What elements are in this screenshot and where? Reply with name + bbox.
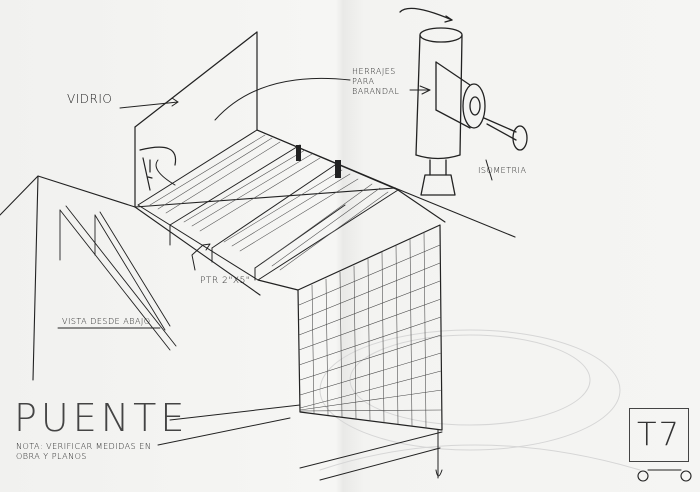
perspective-lines [0,175,516,381]
deck-hatching [149,134,389,271]
label-herrajes: HERRAJES PARA BARANDAL [352,67,400,96]
sketch-title: PUENTE [14,396,189,440]
stamp-text: T7 [637,415,681,453]
railing-hardware [399,7,528,196]
deck-joints [296,145,341,178]
label-vista-desde-abajo: VISTA DESDE ABAJO [62,317,151,326]
annotation-arrows [119,77,493,271]
stamp-footer [637,469,692,482]
label-ptr: PTR 2"x5" [200,276,251,286]
glass-panel [134,31,396,208]
sheet-stamp: T7 [629,408,689,462]
faint-circles [319,329,641,471]
label-vidrio: VIDRIO [67,92,113,106]
bridge-side-wall [257,224,443,431]
label-isometria: ISOMETRIA [478,166,527,175]
bridge-deck [137,129,399,281]
sketch-note: NOTA: VERIFICAR MEDIDAS EN OBRA Y PLANOS [16,442,152,461]
underside-view [57,205,177,351]
title-underline [157,417,291,446]
ground-lines [169,404,443,481]
side-wall-grid [298,231,443,429]
